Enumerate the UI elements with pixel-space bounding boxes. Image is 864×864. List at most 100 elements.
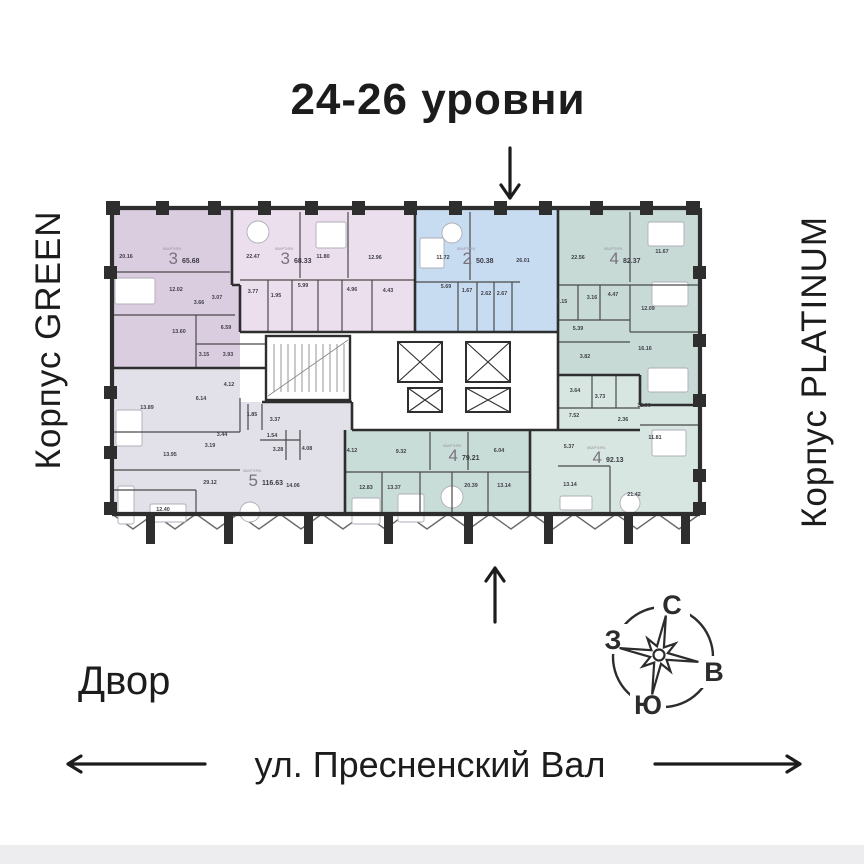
compass-south-label: Ю — [634, 690, 662, 720]
courtyard-label: Двор — [78, 659, 170, 703]
unit-caption: КВАРТИРА — [163, 247, 182, 251]
room-area-label: 4.47 — [608, 292, 619, 298]
wing-label-green: Корпус GREEN — [29, 210, 68, 469]
room-partitions — [112, 212, 700, 514]
room-area-label: 3.93 — [223, 352, 234, 358]
room-area-label: 5.39 — [573, 326, 584, 332]
room-area-label: 4.12 — [347, 448, 358, 454]
room-area-label: 11.67 — [655, 249, 668, 255]
room-area-label: 21.42 — [627, 492, 641, 498]
room-area-label: 4.43 — [383, 288, 394, 294]
unit-rooms-count: 5 — [249, 471, 258, 490]
street-arrow-right — [653, 754, 802, 774]
apartment-region-3-6568-lower[interactable] — [112, 332, 268, 368]
room-area-label: 1.85 — [247, 412, 258, 418]
room-area-label: 12.40 — [156, 507, 170, 513]
room-area-label: 3.66 — [194, 300, 205, 306]
apartment-region-3-6833[interactable] — [232, 208, 415, 332]
bottom-strip — [0, 845, 864, 864]
room-area-label: 1.67 — [462, 288, 473, 294]
room-area-label: 12.96 — [368, 255, 382, 261]
unit-rooms-count: 3 — [281, 249, 290, 268]
room-area-label: 3.44 — [217, 432, 228, 438]
unit-total-area: 92.13 — [606, 457, 624, 464]
room-area-label: 13.60 — [172, 329, 186, 335]
room-area-label: 16.16 — [638, 346, 652, 352]
room-area-label: 29.12 — [203, 480, 217, 486]
street-arrow-left — [66, 754, 207, 774]
room-area-label: 13.14 — [497, 483, 511, 489]
apartment-region-3-6568[interactable] — [112, 208, 268, 368]
room-area-label: 3.73 — [595, 394, 606, 400]
compass-rose: С З В Ю — [598, 590, 730, 720]
room-area-label: 4.12 — [224, 382, 235, 388]
unit-rooms-count: 3 — [169, 249, 178, 268]
unit-total-area: 82.37 — [623, 258, 641, 265]
room-area-label: 6.14 — [196, 396, 207, 402]
room-area-label: 13.89 — [140, 405, 154, 411]
apartment-region-5-11663[interactable] — [112, 368, 352, 514]
room-area-label: 5.69 — [441, 284, 452, 290]
room-area-label: 1.95 — [271, 293, 282, 299]
room-area-label: 3.15 — [199, 352, 210, 358]
unit-caption: КВАРТИРА — [587, 446, 606, 450]
entry-arrow-bottom — [484, 566, 506, 624]
room-area-label: 12.02 — [169, 287, 183, 293]
unit-total-area: 65.68 — [182, 258, 200, 265]
room-area-label: 12.83 — [359, 485, 373, 491]
unit-caption: КВАРТИРА — [443, 444, 462, 448]
elevator-shafts — [397, 341, 511, 413]
room-area-label: 3.37 — [270, 417, 281, 423]
unit-total-area: 50.38 — [476, 258, 494, 265]
unit-rooms-count: 4 — [593, 448, 602, 467]
unit-caption: КВАРТИРА — [243, 469, 262, 473]
apartment-region-4-9213[interactable] — [530, 375, 700, 514]
room-area-label: 2.67 — [497, 291, 508, 297]
room-area-label: 22.56 — [571, 255, 585, 261]
room-area-label: 3.16 — [587, 295, 598, 301]
unit-rooms-count: 4 — [449, 446, 458, 465]
room-area-label: 3.28 — [273, 447, 284, 453]
room-area-label: 1.54 — [267, 433, 278, 439]
room-area-label: 3.82 — [580, 354, 591, 360]
unit-caption: КВАРТИРА — [604, 247, 623, 251]
apartment-region-4-8237[interactable] — [558, 208, 700, 405]
compass-east-label: В — [704, 657, 724, 687]
room-area-label: 6.59 — [221, 325, 232, 331]
room-area-label: 2.15 — [557, 299, 568, 305]
room-area-label: 2.62 — [481, 291, 492, 297]
street-label: ул. Пресненский Вал — [255, 744, 606, 785]
room-area-label: 20.16 — [119, 254, 133, 260]
room-area-label: 9.32 — [396, 449, 407, 455]
room-area-label: 5.37 — [564, 444, 575, 450]
room-area-label: 12.09 — [641, 306, 655, 312]
room-area-label: 13.14 — [563, 482, 577, 488]
unit-total-area: 116.63 — [262, 480, 283, 487]
wing-label-platinum: Корпус PLATINUM — [795, 216, 834, 528]
room-area-label: 6.04 — [494, 448, 505, 454]
apartment-region-2-5038[interactable] — [415, 208, 558, 332]
room-area-label: 2.36 — [618, 417, 629, 423]
room-area-label: 12.96 — [637, 403, 651, 409]
room-area-label: 7.52 — [569, 413, 580, 419]
unit-caption: КВАРТИРА — [275, 247, 294, 251]
stair-core — [264, 334, 352, 402]
room-area-label: 11.80 — [316, 254, 329, 260]
room-area-label: 4.08 — [302, 446, 313, 452]
compass-north-label: С — [662, 590, 682, 620]
room-area-label: 20.39 — [464, 483, 478, 489]
room-area-label: 26.01 — [516, 258, 530, 264]
unit-total-area: 79.21 — [462, 455, 480, 462]
unit-rooms-count: 4 — [610, 249, 619, 268]
entry-arrow-top — [499, 146, 521, 200]
room-area-label: 14.06 — [286, 483, 300, 489]
structural-pillars — [104, 201, 706, 544]
room-area-label: 3.77 — [248, 289, 259, 295]
page-title: 24-26 уровни — [290, 75, 585, 124]
unit-rooms-count: 2 — [463, 249, 472, 268]
unit-caption: КВАРТИРА — [457, 247, 476, 251]
room-area-label: 5.99 — [298, 283, 309, 289]
